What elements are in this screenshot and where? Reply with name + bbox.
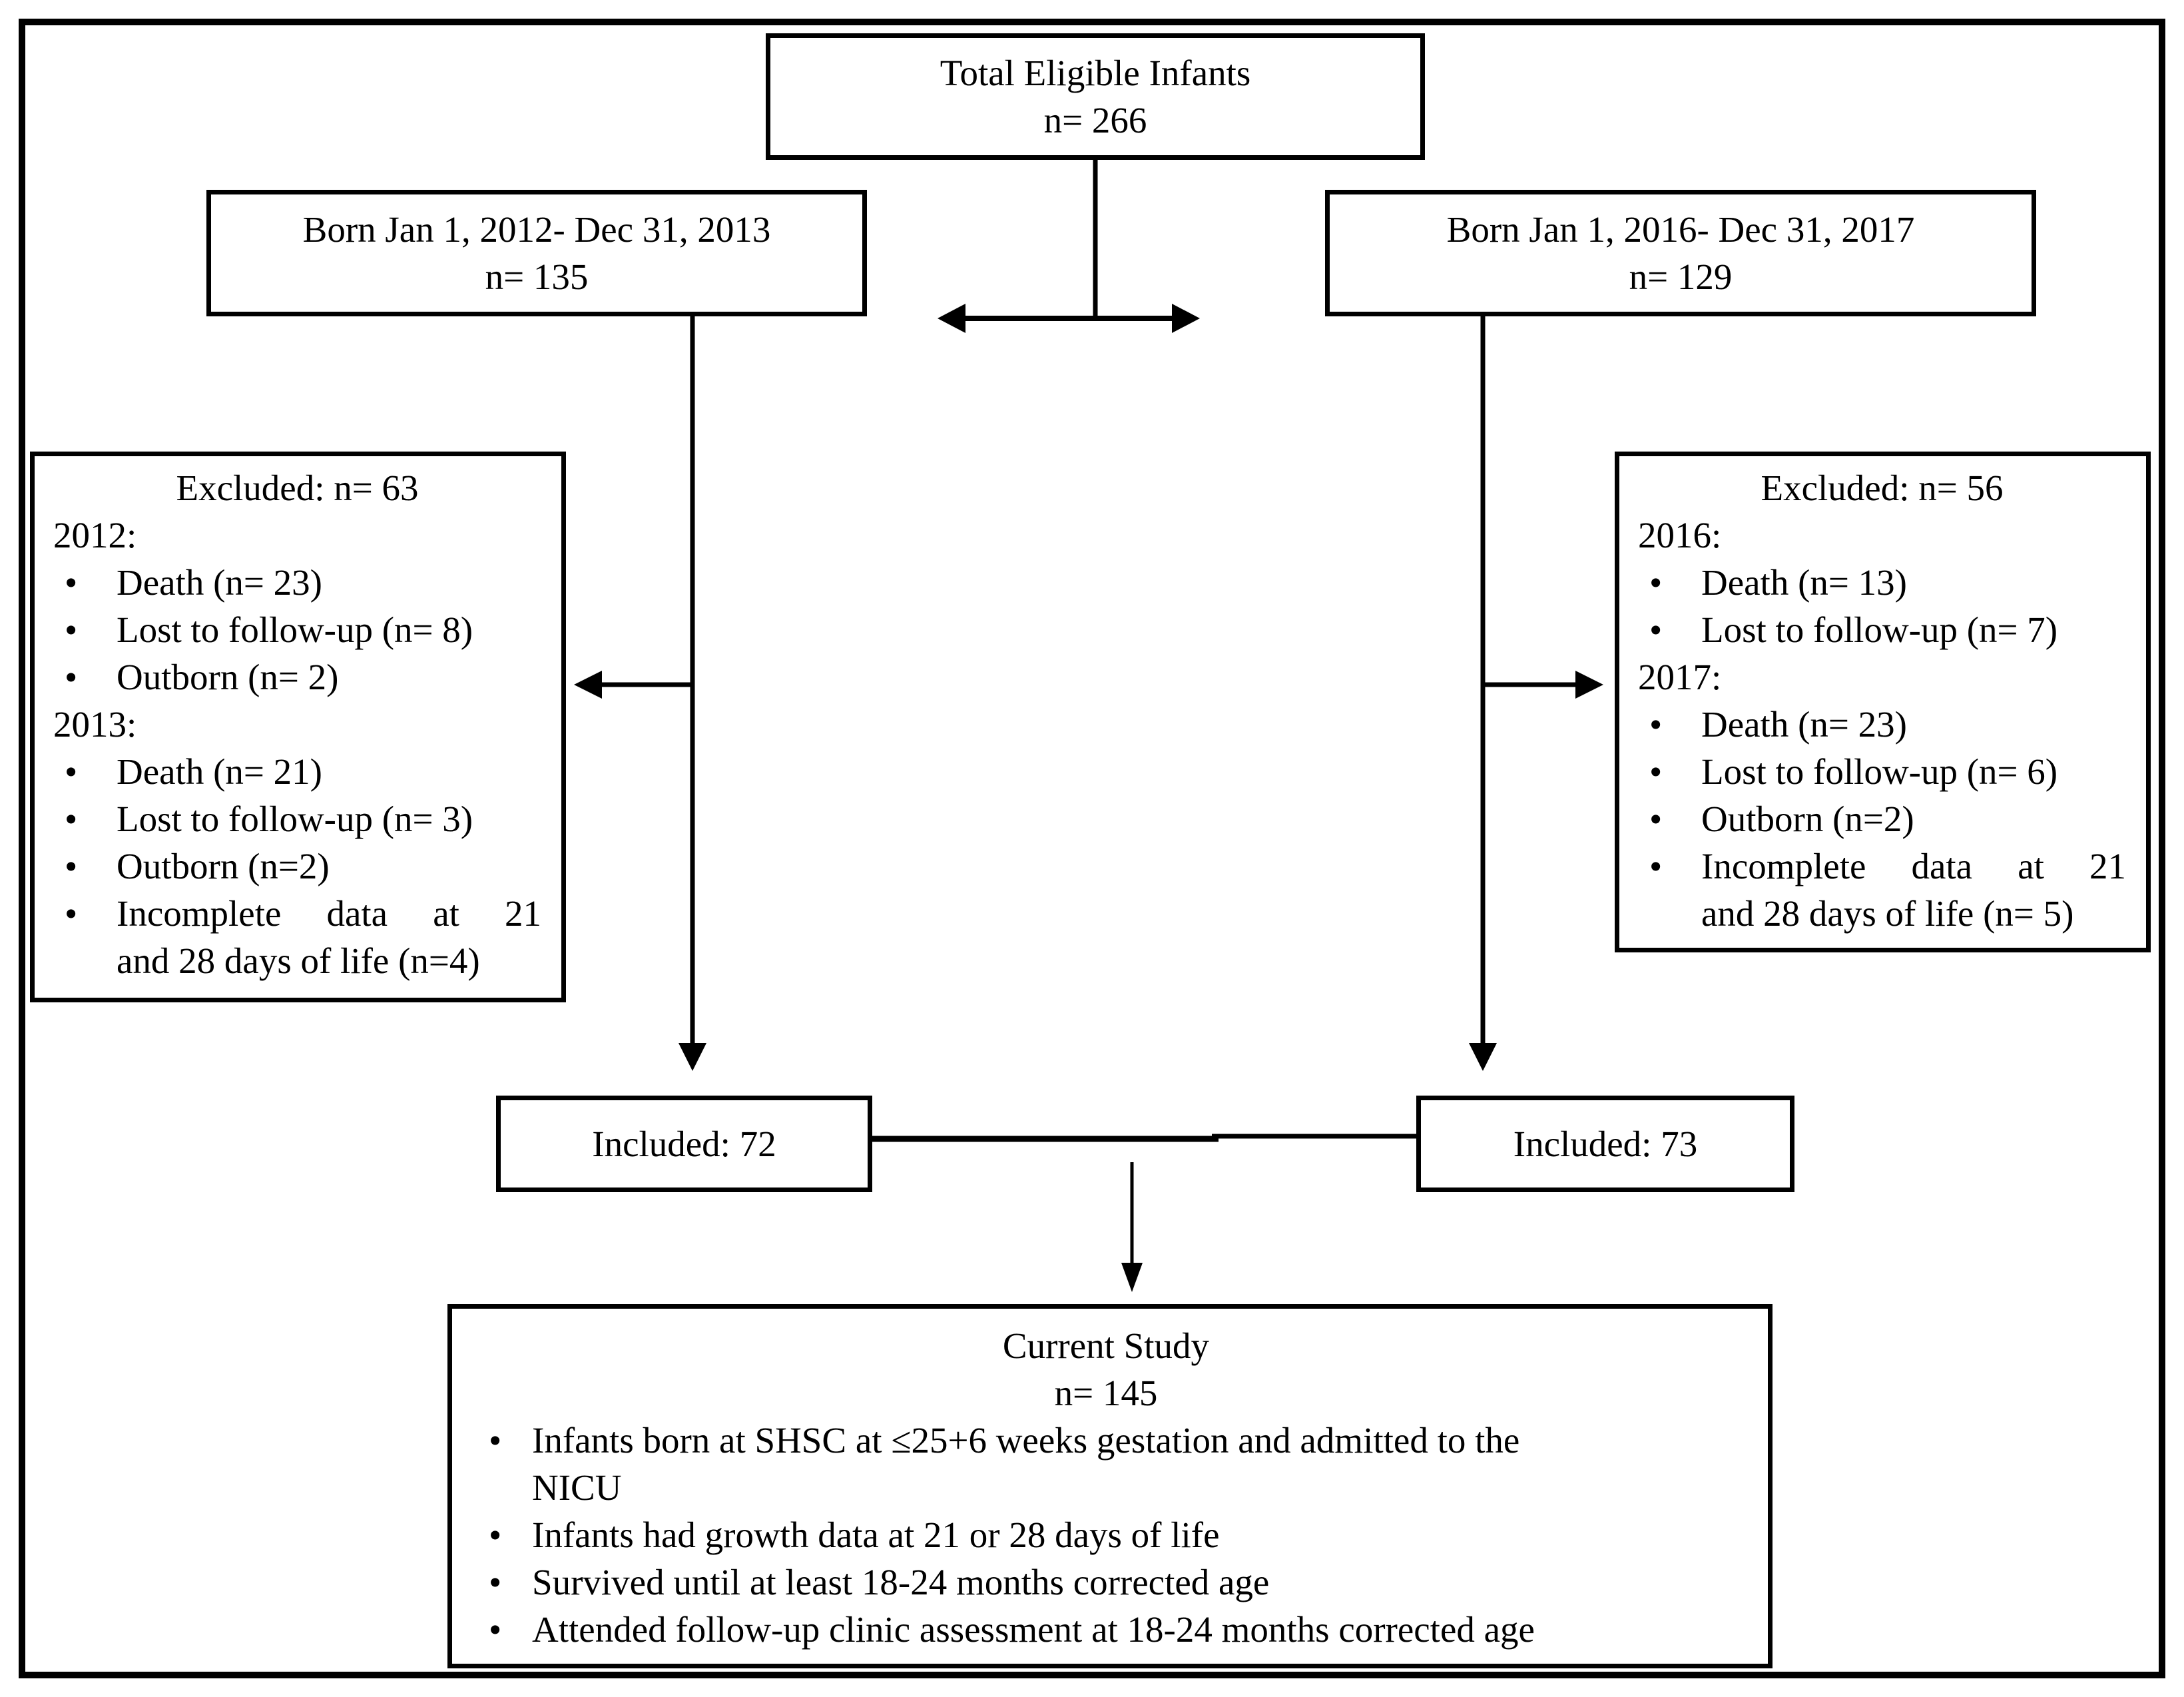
included-left-label: Included: 72 [592,1124,776,1164]
cohort-2012-2013-n: n= 135 [485,256,589,297]
criterion-item: • Infants born at SHSC at ≤25+6 weeks ge… [471,1417,1741,1511]
outer-frame [19,19,2165,1678]
cohort-2016-2017-title: Born Jan 1, 2016- Dec 31, 2017 [1446,209,1915,250]
exclusion-item-text: Lost to follow-up (n= 8) [117,609,473,650]
exclusion-item-text: Outborn (n=2) [1701,799,1914,839]
bullet-marker-icon: • [489,1515,502,1555]
exclusion-item: • Death (n= 21) [53,748,541,795]
criterion-item: • Survived until at least 18-24 months c… [471,1558,1741,1606]
exclusion-item: • Outborn (n=2) [53,843,541,890]
current-study-n: n= 145 [1054,1373,1158,1413]
criterion-line2: NICU [532,1467,622,1508]
year-label-2017: 2017: [1638,657,1722,697]
bullet-marker-icon: • [65,846,78,886]
exclusion-item-text: Death (n= 13) [1701,562,1907,603]
exclusion-item: • Death (n= 23) [1638,701,2126,748]
bullet-marker-icon: • [1649,799,1663,839]
bullet-marker-icon: • [65,609,78,650]
exclusion-item: • Incomplete data at 21 and 28 days of li… [1638,843,2126,937]
included-left-box: Included: 72 [496,1096,872,1192]
total-eligible-box: Total Eligible Infants n= 266 [766,33,1425,160]
bullet-marker-icon: • [65,893,78,934]
excluded-right-list-2017: • Death (n= 23) • Lost to follow-up (n= … [1638,701,2126,937]
bullet-marker-icon: • [1649,562,1663,603]
bullet-marker-icon: • [65,799,78,839]
right-branch-down-arrowhead-icon [1469,1043,1497,1071]
exclusion-item-line1: Incomplete data at 21 [1701,846,2126,886]
top-split-left-arrowhead-icon [938,304,965,333]
exclusion-item-line2: and 28 days of life (n=4) [117,940,480,981]
exclusion-item: • Lost to follow-up (n= 6) [1638,748,2126,795]
top-split-right-arrowhead-icon [1172,304,1200,333]
bullet-marker-icon: • [65,562,78,603]
bullet-marker-icon: • [489,1562,502,1602]
exclusion-item-text: Death (n= 21) [117,751,322,792]
exclusion-item-line1: Incomplete data at 21 [117,893,541,934]
bullet-marker-icon: • [1649,846,1663,886]
current-study-title: Current Study [1002,1325,1210,1366]
exclusion-item-text: Incomplete data at 21 and 28 days of life… [1701,843,2126,937]
current-study-criteria-list: • Infants born at SHSC at ≤25+6 weeks ge… [471,1417,1741,1653]
bullet-marker-icon: • [1649,609,1663,650]
exclusion-item-text: Death (n= 23) [117,562,322,603]
included-right-box: Included: 73 [1416,1096,1794,1192]
criterion-item: • Attended follow-up clinic assessment a… [471,1606,1741,1653]
bullet-marker-icon: • [1649,751,1663,792]
criterion-item: • Infants had growth data at 21 or 28 da… [471,1511,1741,1558]
excluded-left-header: Excluded: n= 63 [176,468,419,508]
exclusion-item: • Lost to follow-up (n= 7) [1638,606,2126,653]
criterion-text: Survived until at least 18-24 months cor… [532,1562,1270,1602]
exclusion-item: • Outborn (n=2) [1638,795,2126,843]
criterion-text: Attended follow-up clinic assessment at … [532,1609,1535,1650]
criterion-text: Infants born at SHSC at ≤25+6 weeks gest… [532,1417,1741,1511]
bullet-marker-icon: • [489,1609,502,1650]
exclusion-item-text: Lost to follow-up (n= 7) [1701,609,2058,650]
criterion-text: Infants had growth data at 21 or 28 days… [532,1515,1220,1555]
criterion-line1: Infants born at SHSC at ≤25+6 weeks gest… [532,1420,1520,1461]
bullet-marker-icon: • [1649,704,1663,745]
excluded-right-box: Excluded: n= 56 2016: • Death (n= 13) • … [1615,452,2151,952]
total-eligible-title: Total Eligible Infants [940,53,1251,93]
bullet-marker-icon: • [65,657,78,697]
year-label-2016: 2016: [1638,515,1722,555]
exclusion-item: • Lost to follow-up (n= 8) [53,606,541,653]
included-right-label: Included: 73 [1513,1124,1698,1164]
excluded-left-list-2013: • Death (n= 21) • Lost to follow-up (n= … [53,748,541,984]
exclusion-item: • Outborn (n= 2) [53,653,541,701]
cohort-2012-2013-title: Born Jan 1, 2012- Dec 31, 2013 [302,209,771,250]
exclusion-item-text: Death (n= 23) [1701,704,1907,745]
year-label-2012: 2012: [53,515,137,555]
excluded-right-list-2016: • Death (n= 13) • Lost to follow-up (n= … [1638,559,2126,653]
bullet-marker-icon: • [65,751,78,792]
exclusion-item: • Death (n= 13) [1638,559,2126,606]
final-arrowhead-icon [1121,1263,1143,1292]
cohort-2016-2017-n: n= 129 [1629,256,1733,297]
current-study-box: Current Study n= 145 • Infants born at S… [447,1304,1773,1668]
left-excluded-arrowhead-icon [574,671,602,699]
exclusion-item: • Lost to follow-up (n= 3) [53,795,541,843]
cohort-2016-2017-box: Born Jan 1, 2016- Dec 31, 2017 n= 129 [1325,190,2036,316]
year-label-2013: 2013: [53,704,137,745]
exclusion-item-text: Incomplete data at 21 and 28 days of life… [117,890,541,984]
excluded-right-header: Excluded: n= 56 [1761,468,2004,508]
exclusion-item-text: Outborn (n=2) [117,846,330,886]
total-eligible-n: n= 266 [1043,100,1147,141]
exclusion-item-text: Lost to follow-up (n= 6) [1701,751,2058,792]
exclusion-item: • Incomplete data at 21 and 28 days of li… [53,890,541,984]
right-excluded-arrowhead-icon [1575,671,1603,699]
left-branch-down-arrowhead-icon [679,1043,706,1071]
cohort-2012-2013-box: Born Jan 1, 2012- Dec 31, 2013 n= 135 [206,190,867,316]
exclusion-item-text: Lost to follow-up (n= 3) [117,799,473,839]
exclusion-item-line2: and 28 days of life (n= 5) [1701,893,2074,934]
exclusion-item-text: Outborn (n= 2) [117,657,339,697]
excluded-left-box: Excluded: n= 63 2012: • Death (n= 23) • … [30,452,566,1002]
exclusion-item: • Death (n= 23) [53,559,541,606]
excluded-left-list-2012: • Death (n= 23) • Lost to follow-up (n= … [53,559,541,701]
bullet-marker-icon: • [489,1420,502,1461]
